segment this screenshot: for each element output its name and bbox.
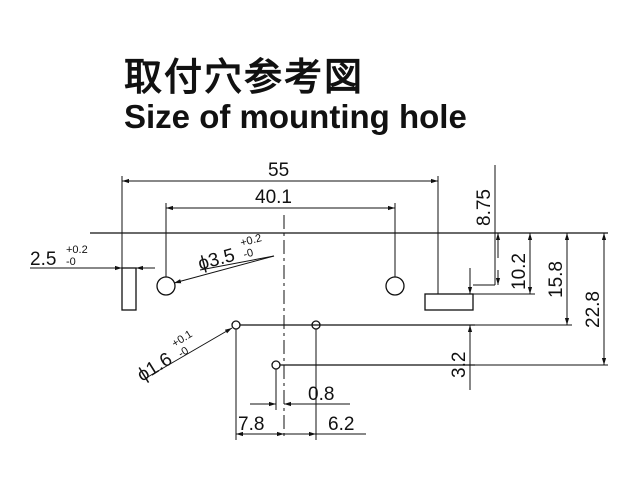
right-slot — [424, 293, 474, 311]
dim-22-8: 22.8 — [583, 291, 604, 328]
dim-phi-3-5-tol-plus: +0.2 — [239, 232, 263, 249]
dim-3-2: 3.2 — [449, 352, 470, 378]
dim-phi-3-5: ϕ3.5 +0.2 -0 — [196, 232, 263, 275]
dim-phi-1-6-base: ϕ1.6 — [134, 349, 177, 386]
dim-15-8: 15.8 — [546, 261, 567, 298]
dim-10-2: 10.2 — [509, 253, 530, 290]
dim-40-1: 40.1 — [255, 187, 292, 208]
left-slot — [121, 267, 137, 311]
dim-6-2: 6.2 — [328, 414, 354, 435]
small-hole-bottom — [271, 360, 281, 370]
dim-phi-3-5-base: ϕ3.5 — [196, 245, 237, 275]
title-japanese: 取付穴参考図 — [124, 55, 365, 99]
left-hole — [156, 276, 176, 296]
dim-phi-3-5-tol-minus: -0 — [242, 247, 255, 261]
small-hole-left — [231, 320, 241, 330]
dim-2-5-base: 2.5 — [30, 249, 56, 270]
dim-phi-1-6: ϕ1.6 +0.1 -0 — [134, 328, 195, 386]
dim-2-5-slot: 2.5 +0.2 -0 — [30, 244, 88, 270]
dim-8-75: 8.75 — [474, 189, 495, 226]
dim-0-8: 0.8 — [308, 384, 334, 405]
dim-2-5-tol-minus: -0 — [66, 256, 76, 268]
dim-7-8: 7.8 — [238, 414, 264, 435]
dim-55: 55 — [268, 160, 289, 181]
dim-2-5-tol-plus: +0.2 — [66, 244, 88, 256]
right-hole — [385, 276, 405, 296]
title-english: Size of mounting hole — [124, 98, 467, 135]
